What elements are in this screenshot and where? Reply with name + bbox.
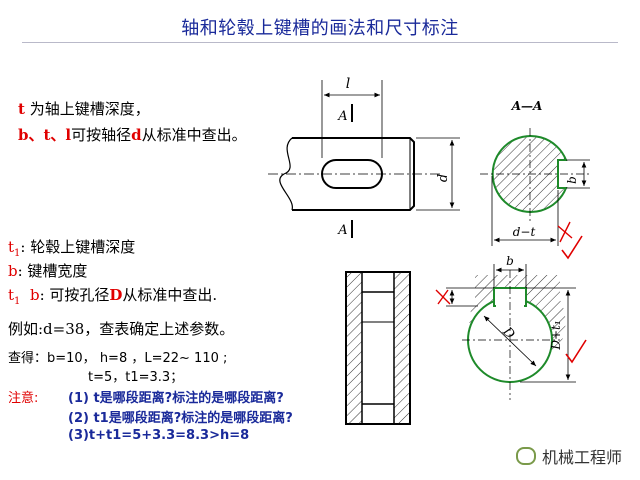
shaft-cross-section (480, 128, 590, 260)
note-3: (3)t+t1=5+3.3=8.3>h=8 (68, 428, 250, 443)
shaft-note-line2-text-a: 可按轴径 (71, 126, 132, 144)
label-d: d (436, 174, 451, 182)
lookup-result-line1: 查得：b=10， h=8 ，L=22~ 110 ; (8, 351, 228, 366)
shaft-note-line1-text: 为轴上键槽深度， (24, 100, 150, 118)
label-l: l (346, 76, 350, 92)
example-line: 例如:d=38，查表确定上述参数。 (8, 320, 235, 338)
hub-note-lookup-text-b: 从标准中查出. (122, 286, 218, 304)
title-divider (22, 42, 618, 43)
shaft-note-line1: t 为轴上键槽深度， (18, 98, 150, 119)
watermark: 机械工程师 (515, 444, 622, 468)
hub-note-t1: t1: 轮毂上键槽深度 (8, 236, 135, 259)
note-label: 注意: (8, 391, 39, 406)
watermark-text: 机械工程师 (541, 448, 622, 467)
var-t1-b: t1 b (8, 286, 40, 307)
shaft-front-view (268, 80, 460, 238)
note-1: (1) t是哪段距离?标注的是哪段距离? (68, 391, 284, 406)
label-d-minus-t: d−t (513, 225, 536, 239)
var-t: t (18, 100, 25, 118)
note-2: (2) t1是哪段距离?标注的是哪段距离? (68, 411, 293, 426)
page-title: 轴和轮毂上键槽的画法和尺寸标注 (181, 18, 459, 39)
var-btl: b、t、l (18, 126, 72, 144)
label-A-top: A (337, 109, 347, 124)
var-t1: t1 (8, 238, 21, 259)
var-b: b (8, 262, 18, 280)
lookup-result-line2: t=5，t1=3.3； (88, 370, 184, 385)
hub-side-section (345, 271, 411, 425)
hub-end-view (435, 264, 587, 400)
label-b-hub: b (506, 254, 514, 268)
var-D: D (109, 286, 123, 304)
section-title: A—A (511, 99, 543, 113)
hub-note-lookup-text-a: : 可按孔径 (39, 286, 110, 304)
hub-note-lookup: t1 b: 可按孔径D从标准中查出. (8, 284, 217, 307)
label-D-plus-t1: D+t₁ (549, 320, 563, 350)
hub-note-t1-text: : 轮毂上键槽深度 (20, 238, 136, 256)
var-d: d (131, 126, 142, 144)
label-A-bottom: A (337, 223, 347, 238)
label-b-shaft: b (565, 176, 579, 184)
wechat-icon (515, 447, 536, 465)
shaft-note-line2-text-b: 从标准中查出。 (141, 126, 247, 144)
shaft-note-line2: b、t、l可按轴径d从标准中查出。 (18, 124, 247, 145)
hub-note-b: b: 键槽宽度 (8, 260, 87, 281)
hub-note-b-text: : 键槽宽度 (17, 262, 88, 280)
